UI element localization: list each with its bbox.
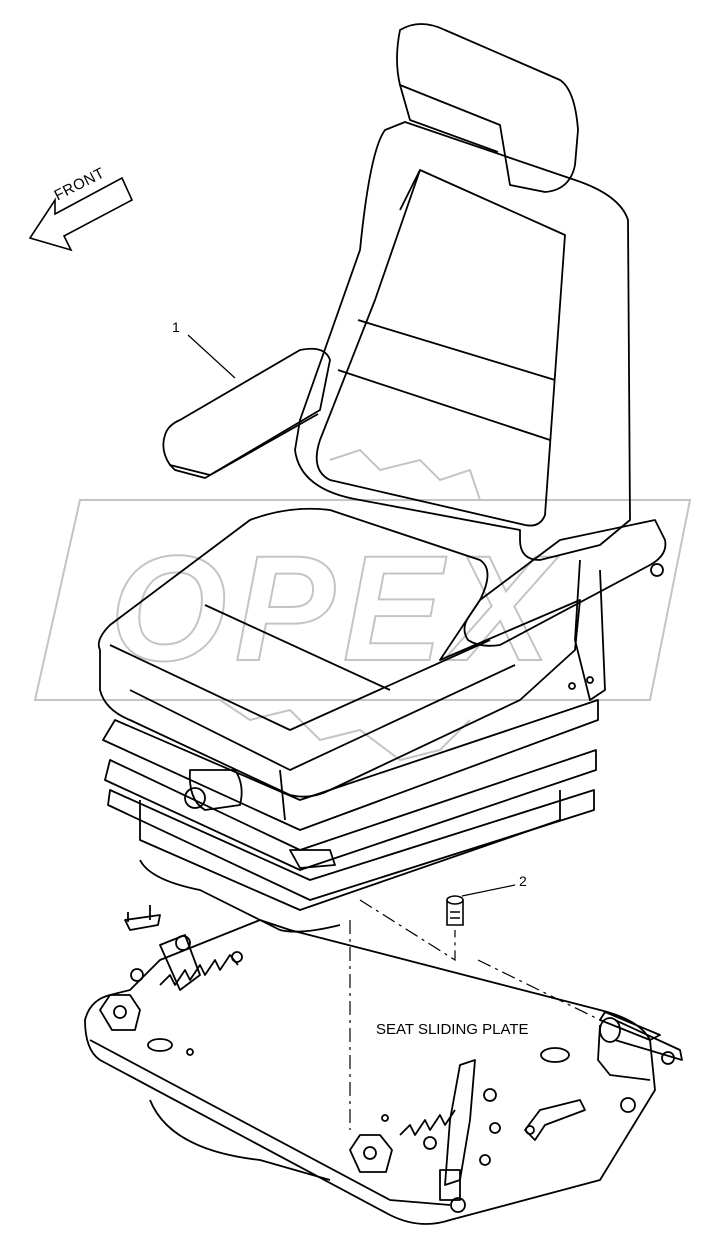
- seat-assembly: [97, 23, 667, 933]
- bolt-part-2: [446, 895, 464, 926]
- height-adjust-lever: [188, 769, 243, 811]
- seat-sliding-plate: [84, 905, 683, 1225]
- seat-cushion: [97, 507, 581, 798]
- backrest: [294, 121, 631, 561]
- right-spring: [399, 1109, 456, 1136]
- right-lock-knob: [349, 1134, 393, 1173]
- leader-lines: [187, 334, 601, 1130]
- seat-sliding-plate-label: SEAT SLIDING PLATE: [376, 1021, 529, 1038]
- svg-text:OPEX: OPEX: [110, 524, 559, 692]
- opex-watermark: OPEX: [33, 448, 692, 762]
- right-armrest: [463, 519, 667, 647]
- part-callout-2: 2: [519, 873, 527, 889]
- left-armrest: [162, 347, 331, 476]
- left-lock-knob: [99, 994, 141, 1031]
- front-arrow-icon: [28, 176, 134, 252]
- left-spring: [159, 954, 239, 986]
- part-callout-1: 1: [172, 319, 180, 335]
- headrest: [396, 23, 579, 193]
